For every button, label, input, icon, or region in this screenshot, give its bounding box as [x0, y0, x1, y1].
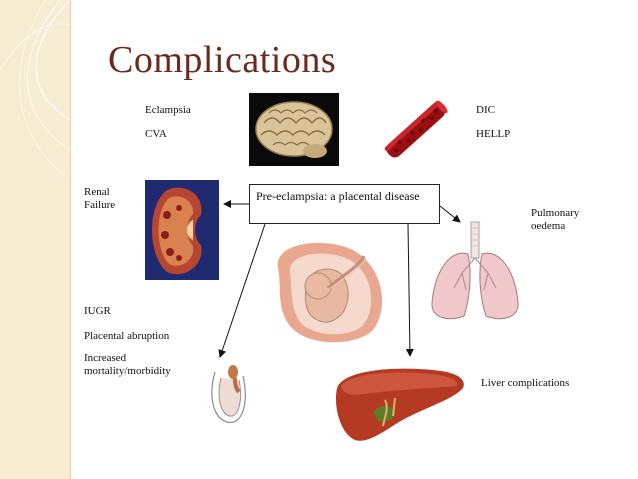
liver-image	[333, 364, 468, 449]
placenta-cord-image	[207, 362, 255, 428]
uterus-fetus-image	[268, 238, 390, 348]
center-box-pre-eclampsia: Pre-eclampsia: a placental disease	[249, 184, 440, 224]
label-liver-complications: Liver complications	[481, 377, 570, 389]
label-eclampsia: Eclampsia	[145, 104, 191, 116]
decorative-side-panel	[0, 0, 71, 479]
label-renal-failure: Renal Failure	[84, 186, 116, 211]
label-increased-mortality: Increased mortality/morbidity	[84, 352, 171, 377]
decorative-curves	[0, 0, 70, 181]
label-placental-abruption: Placental abruption	[84, 330, 170, 342]
label-hellp: HELLP	[476, 128, 511, 140]
arrow-to-liver	[405, 223, 414, 357]
label-iugr: IUGR	[84, 305, 111, 317]
brain-image	[249, 93, 339, 166]
lungs-image	[428, 218, 522, 328]
blood-vessel-image	[378, 95, 453, 167]
label-cva: CVA	[145, 128, 167, 140]
slide-title: Complications	[108, 39, 337, 81]
kidney-image	[145, 180, 219, 280]
label-dic: DIC	[476, 104, 495, 116]
arrow-to-placenta	[218, 223, 266, 358]
label-pulmonary-oedema: Pulmonary oedema	[531, 207, 580, 232]
